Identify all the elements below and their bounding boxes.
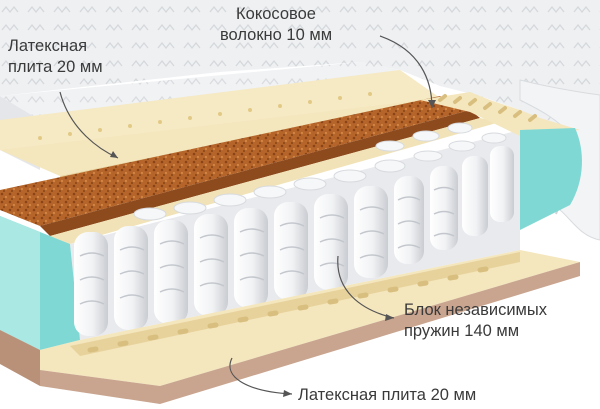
label-latex-bottom: Латексная плита 20 мм (298, 386, 477, 404)
teal-side-insert-right (520, 128, 582, 230)
callout-arrowheads (110, 100, 436, 397)
label-coconut: Кокосовое волокно 10 мм (192, 4, 360, 46)
teal-side-insert-left (0, 216, 80, 350)
callout-latex-bottom (229, 357, 293, 395)
label-springs-line1: Блок независимых (404, 301, 548, 319)
label-latex-top-line2: плита 20 мм (8, 58, 103, 76)
callout-springs (337, 255, 395, 319)
label-coconut-line1: Кокосовое (236, 5, 316, 23)
latex-layer-bottom (40, 250, 580, 386)
coconut-fiber-layer (0, 96, 480, 236)
label-springs-line2: пружин 140 мм (404, 322, 520, 340)
pocket-springs (74, 122, 514, 336)
callout-coconut (379, 35, 433, 109)
label-springs: Блок независимых пружин 140 мм (404, 300, 572, 342)
label-latex-top-line1: Латексная (8, 37, 88, 55)
label-latex-top: Латексная плита 20 мм (8, 36, 144, 78)
mattress-base (0, 262, 580, 404)
label-coconut-line2: волокно 10 мм (219, 26, 333, 44)
latex-edge-top-right (420, 92, 580, 136)
